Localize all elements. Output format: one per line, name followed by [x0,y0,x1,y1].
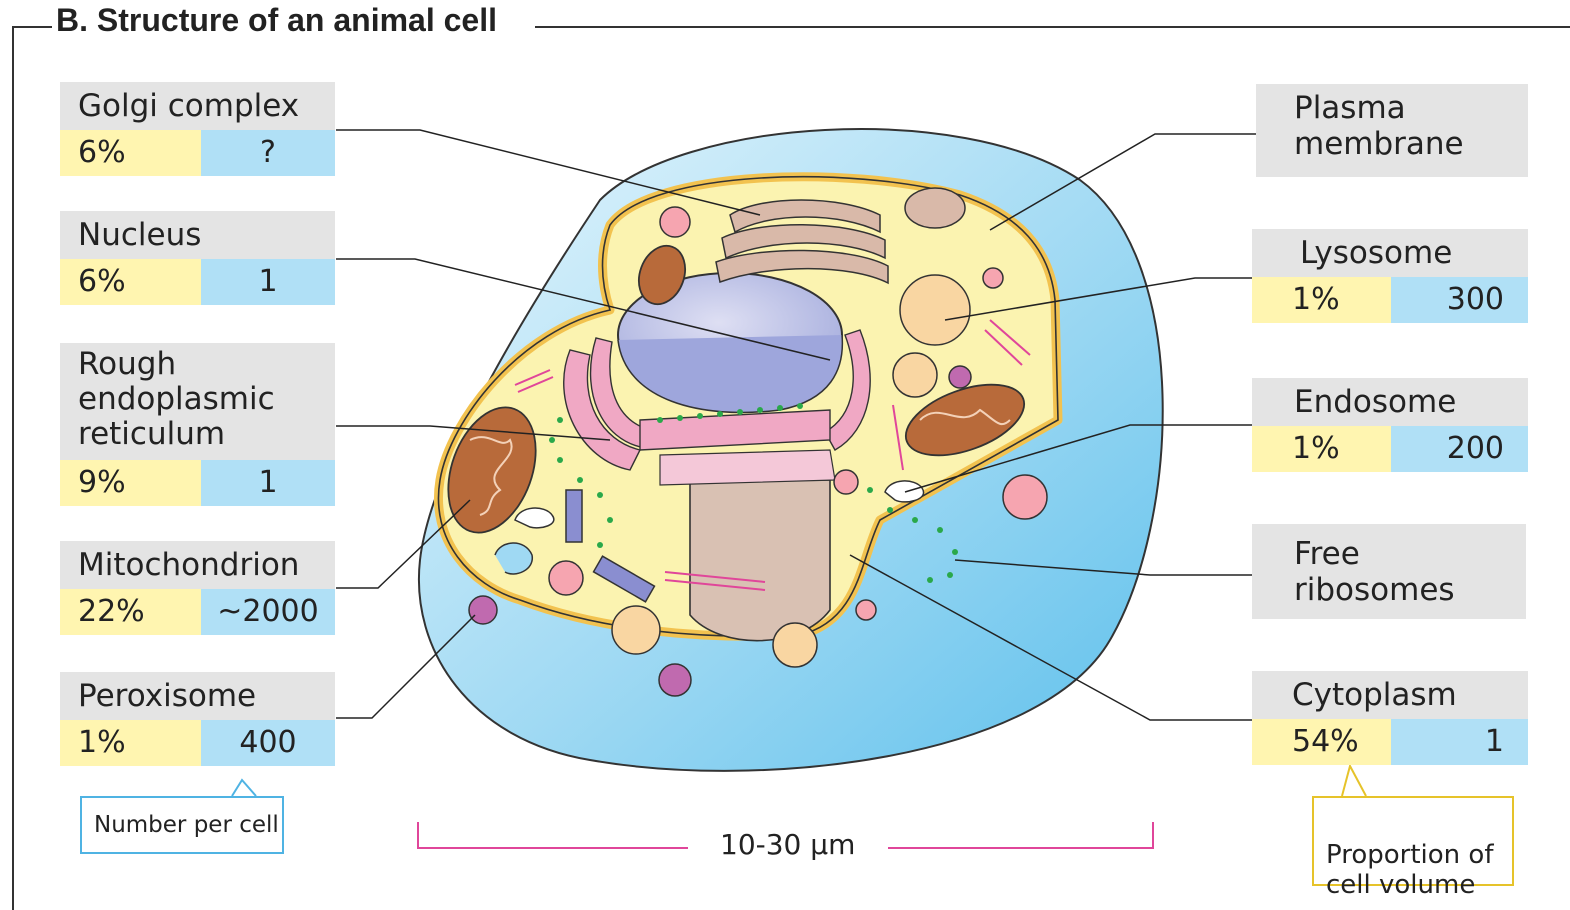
card-lyso-name: Lysosome [1252,229,1528,277]
proportion-callout: Proportion of cell volume [1312,796,1514,886]
card-nucleus-percent: 6% [60,259,201,305]
card-lyso-count: 300 [1391,277,1528,323]
card-golgi: Golgi complex 6%? [60,82,335,176]
card-endo: Endosome 1%200 [1252,378,1528,472]
card-ribo-name: Free ribosomes [1252,524,1526,619]
card-lyso-percent: 1% [1252,277,1391,323]
card-rer-count: 1 [201,460,335,506]
number-per-cell-callout: Number per cell [80,796,284,854]
card-ribo: Free ribosomes [1252,524,1526,619]
card-perox-percent: 1% [60,720,201,766]
card-mito: Mitochondrion 22%~2000 [60,541,335,635]
card-cyto-name: Cytoplasm [1252,671,1528,719]
card-nucleus-name: Nucleus [60,211,335,259]
card-rer: Rough endoplasmic reticulum 9%1 [60,343,335,506]
card-perox-name: Peroxisome [60,672,335,720]
card-golgi-name: Golgi complex [60,82,335,130]
card-cyto-percent: 54% [1252,719,1391,765]
proportion-label: Proportion of cell volume [1326,840,1493,900]
number-per-cell-label: Number per cell [94,812,279,838]
card-mito-name: Mitochondrion [60,541,335,589]
card-cyto: Cytoplasm 54%1 [1252,671,1528,765]
card-endo-percent: 1% [1252,426,1391,472]
proportion-callout-tail [1342,766,1366,796]
card-plasma: Plasma membrane [1256,84,1528,177]
card-perox-count: 400 [201,720,335,766]
card-nucleus: Nucleus 6%1 [60,211,335,305]
card-golgi-count: ? [201,130,335,176]
card-mito-percent: 22% [60,589,201,635]
card-lyso: Lysosome 1%300 [1252,229,1528,323]
card-endo-name: Endosome [1252,378,1528,426]
card-golgi-percent: 6% [60,130,201,176]
number-callout-tail [232,780,256,796]
card-endo-count: 200 [1391,426,1528,472]
cut-column [690,480,830,641]
card-rer-percent: 9% [60,460,201,506]
card-plasma-name: Plasma membrane [1256,84,1528,177]
scale-bar-label: 10-30 µm [712,828,863,861]
card-mito-count: ~2000 [201,589,335,635]
card-perox: Peroxisome 1%400 [60,672,335,766]
card-rer-name: Rough endoplasmic reticulum [60,343,335,460]
card-cyto-count: 1 [1391,719,1528,765]
card-nucleus-count: 1 [201,259,335,305]
